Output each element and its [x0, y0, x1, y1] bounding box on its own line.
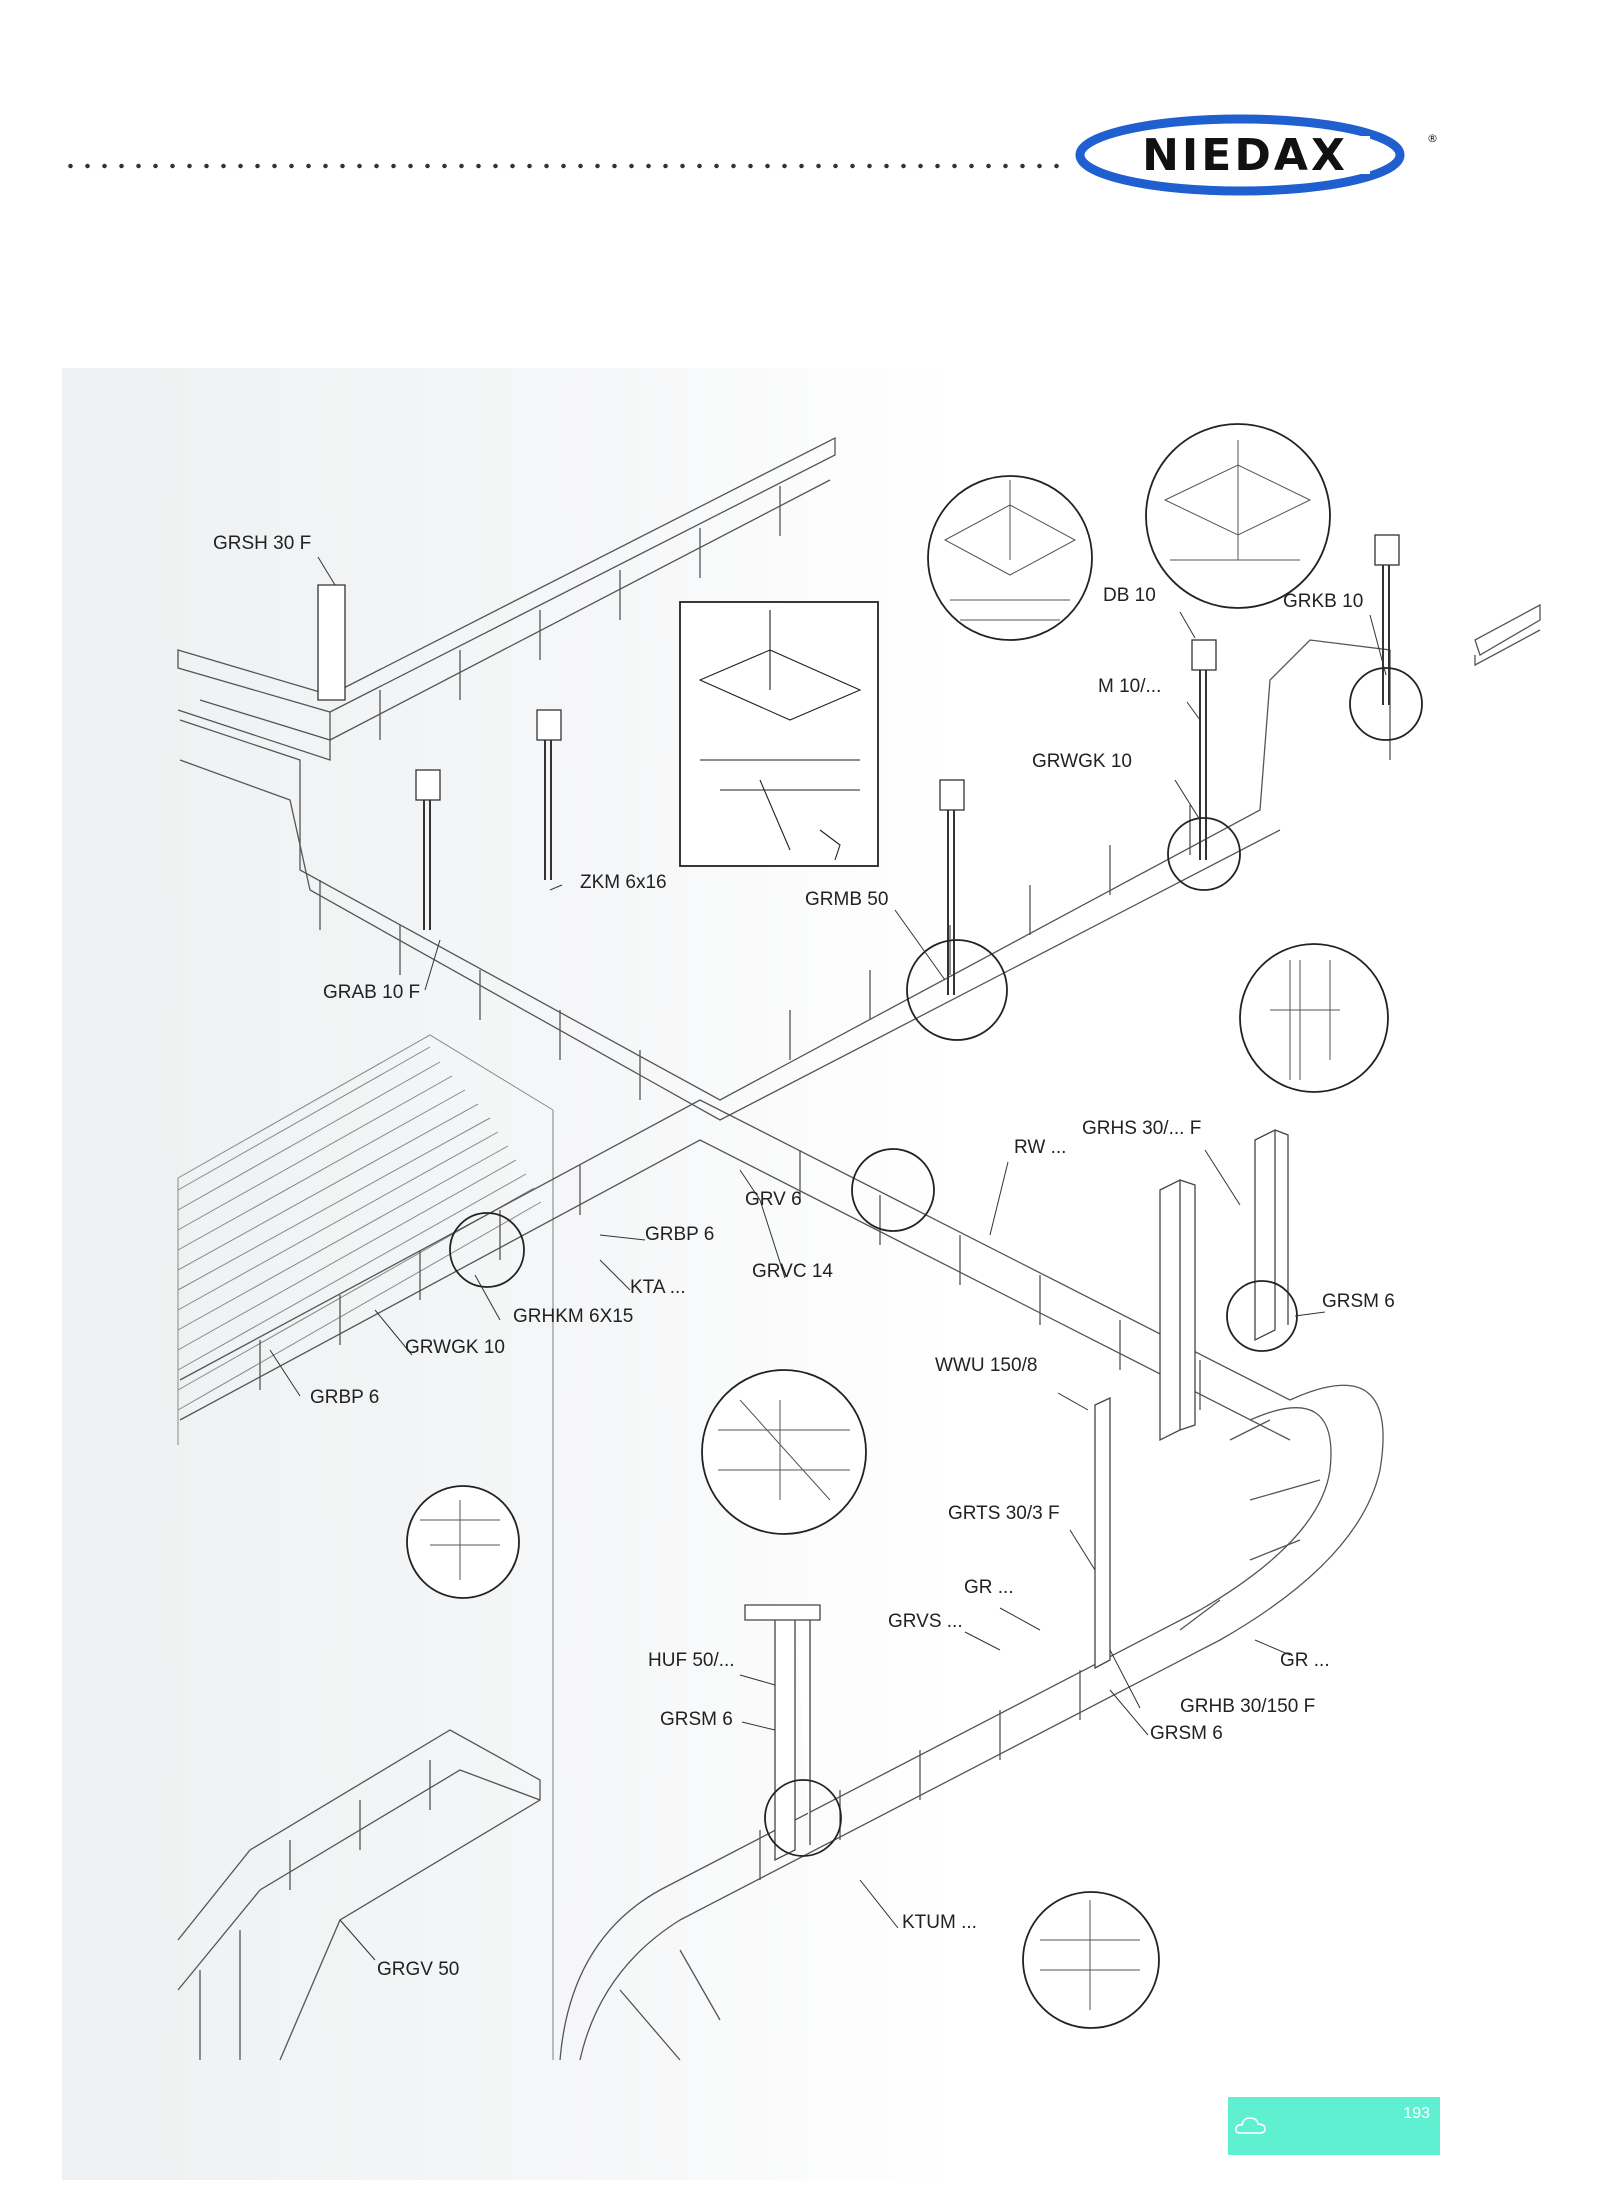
detail-inset-rectangle	[679, 601, 879, 867]
hanger-rods	[317, 534, 1400, 995]
label-gr-b: GR ...	[1280, 1650, 1330, 1671]
support-profiles	[744, 1128, 1289, 1862]
label-grab-10-f: GRAB 10 F	[323, 982, 421, 1003]
label-grhkm-6x15: GRHKM 6X15	[513, 1306, 634, 1327]
label-m-10: M 10/...	[1098, 676, 1162, 697]
niedax-oval-logo-icon: NIEDAX ®	[1075, 114, 1438, 196]
page-footer-tab: 193	[1228, 2097, 1440, 2155]
label-grmb-50: GRMB 50	[805, 889, 889, 910]
dotted-header-rule	[62, 162, 1062, 170]
hatched-ceiling-block	[177, 1034, 554, 1445]
label-grwgk-10-bottom: GRWGK 10	[405, 1337, 505, 1358]
label-grbp-6-a: GRBP 6	[645, 1224, 715, 1245]
niedax-logo: NIEDAX ®	[1070, 112, 1440, 198]
leader-lines	[269, 556, 1387, 1961]
label-grsm-6-a: GRSM 6	[1322, 1291, 1395, 1312]
label-grhb-30-150-f: GRHB 30/150 F	[1180, 1696, 1316, 1717]
label-grvs: GRVS ...	[888, 1611, 963, 1632]
label-wwu-150-8: WWU 150/8	[935, 1355, 1038, 1376]
label-huf-50: HUF 50/...	[648, 1650, 735, 1671]
label-gr-a: GR ...	[964, 1577, 1014, 1598]
tray-slope-bottom-left	[177, 1729, 541, 2061]
label-grkb-10: GRKB 10	[1283, 591, 1364, 612]
label-grv-6: GRV 6	[745, 1189, 802, 1210]
label-kta: KTA ...	[630, 1277, 686, 1298]
label-zkm-6x16: ZKM 6x16	[580, 872, 667, 893]
brand-wordmark: NIEDAX	[1142, 130, 1348, 181]
label-grhs-30-f: GRHS 30/... F	[1082, 1118, 1202, 1139]
label-grsh-30-f: GRSH 30 F	[213, 533, 312, 554]
small-tray-thumbnail	[1474, 603, 1541, 667]
detail-circles	[406, 423, 1423, 2029]
label-db-10: DB 10	[1103, 585, 1156, 606]
label-grts-30-3-f: GRTS 30/3 F	[948, 1503, 1060, 1524]
registered-mark: ®	[1427, 132, 1438, 145]
label-grsm-6-c: GRSM 6	[1150, 1723, 1223, 1744]
label-grbp-6-b: GRBP 6	[310, 1387, 380, 1408]
cloud-outline-icon	[1235, 2117, 1266, 2134]
label-grgv-50: GRGV 50	[377, 1959, 460, 1980]
tray-main-cross	[179, 639, 1391, 1441]
label-ktum: KTUM ...	[902, 1912, 977, 1933]
label-grwgk-10-top: GRWGK 10	[1032, 751, 1132, 772]
label-rw: RW ...	[1014, 1137, 1067, 1158]
page-number: 193	[1403, 2105, 1430, 2122]
label-grvc-14: GRVC 14	[752, 1261, 833, 1282]
detail-circle-internals	[420, 440, 1340, 2010]
label-grsm-6-b: GRSM 6	[660, 1709, 733, 1730]
